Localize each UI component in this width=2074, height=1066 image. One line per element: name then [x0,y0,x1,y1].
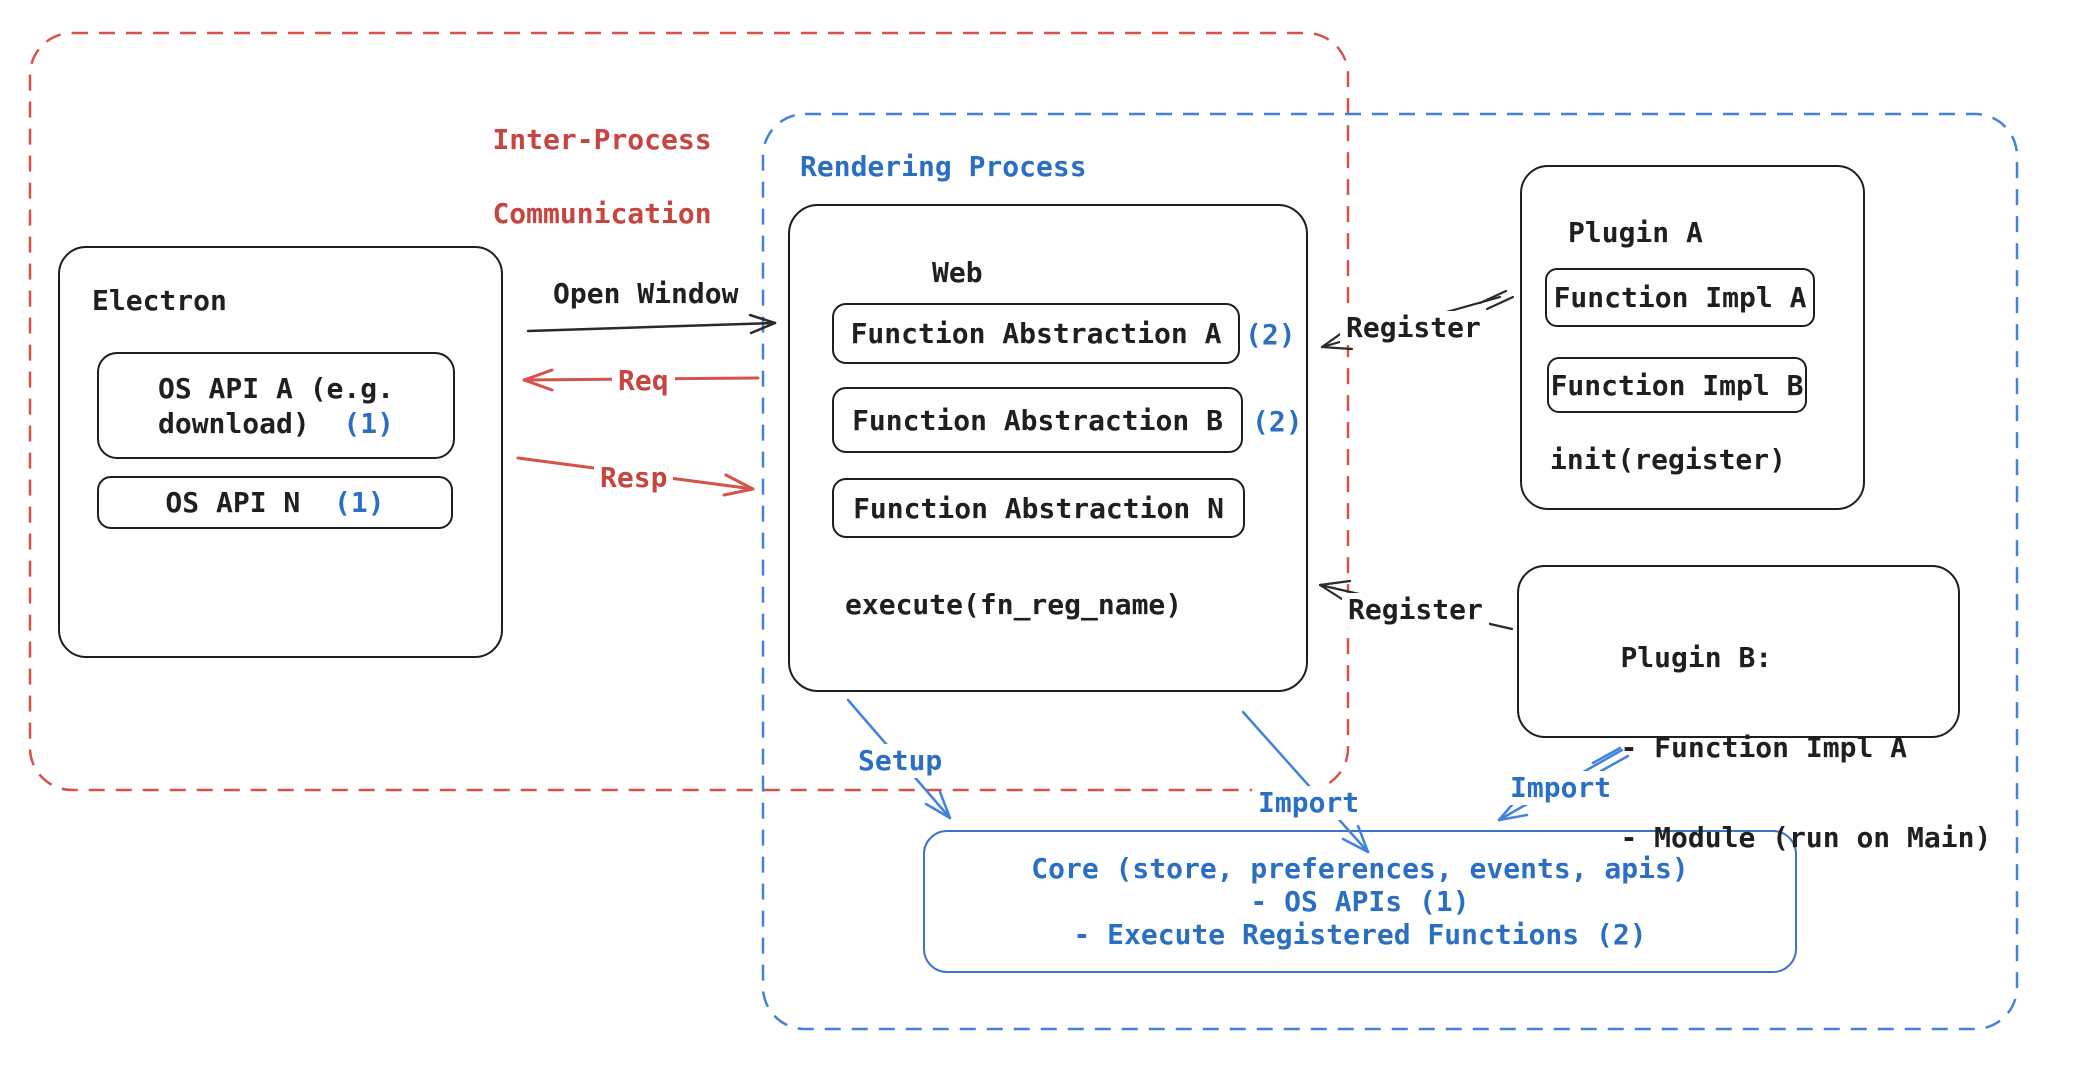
plugin-a-title: Plugin A [1568,216,1703,249]
open-window-label: Open Window [553,277,739,310]
resp-label: Resp [594,461,674,495]
fn-abstraction-b-label: Function Abstraction B [852,403,1223,437]
open-window-arrow [526,313,777,335]
fn-abstraction-a-badge: (2) [1245,318,1296,351]
plugin-b-text: Plugin B: - Function Impl A - Module (ru… [1620,641,1992,854]
fn-abstraction-n-label: Function Abstraction N [853,491,1224,525]
fn-abstraction-b-badge: (2) [1252,405,1303,438]
os-api-a-box: OS API A (e.g. download) (1) [97,352,455,459]
setup-label: Setup [852,744,949,778]
import-plugin-label: Import [1504,771,1618,805]
fn-abstraction-b-box: Function Abstraction B [832,387,1243,453]
fn-abstraction-a-box: Function Abstraction A [832,303,1240,364]
os-api-a-label-line2: download) (1) [157,406,394,440]
init-register-label: init(register) [1550,443,1787,476]
import-web-label: Import [1252,786,1366,820]
function-impl-b-label: Function Impl B [1550,368,1804,402]
os-api-n-badge: (1) [334,486,385,519]
os-api-a-label-line1: OS API A (e.g. [157,371,394,405]
ipc-region-label: Inter-Process Communication [492,123,712,230]
execute-label: execute(fn_reg_name) [845,588,1183,621]
fn-abstraction-a-label: Function Abstraction A [850,317,1222,350]
fn-abstraction-n-box: Function Abstraction N [832,478,1245,538]
os-api-a-badge: (1) [343,406,394,440]
register-top-label: Register [1340,311,1487,345]
web-title: Web [932,256,983,289]
core-line3: - Execute Registered Functions (2) [1073,918,1647,951]
register-bottom-label: Register [1342,593,1489,627]
os-api-n-label: OS API N (1) [165,486,385,519]
function-impl-b-box: Function Impl B [1547,357,1807,413]
os-api-n-box: OS API N (1) [97,476,453,529]
req-label: Req [612,364,675,398]
electron-title: Electron [92,284,227,317]
function-impl-a-box: Function Impl A [1545,268,1815,327]
function-impl-a-label: Function Impl A [1553,281,1807,314]
core-line2: - OS APIs (1) [1250,885,1470,918]
rendering-region-label: Rendering Process [800,150,1087,183]
